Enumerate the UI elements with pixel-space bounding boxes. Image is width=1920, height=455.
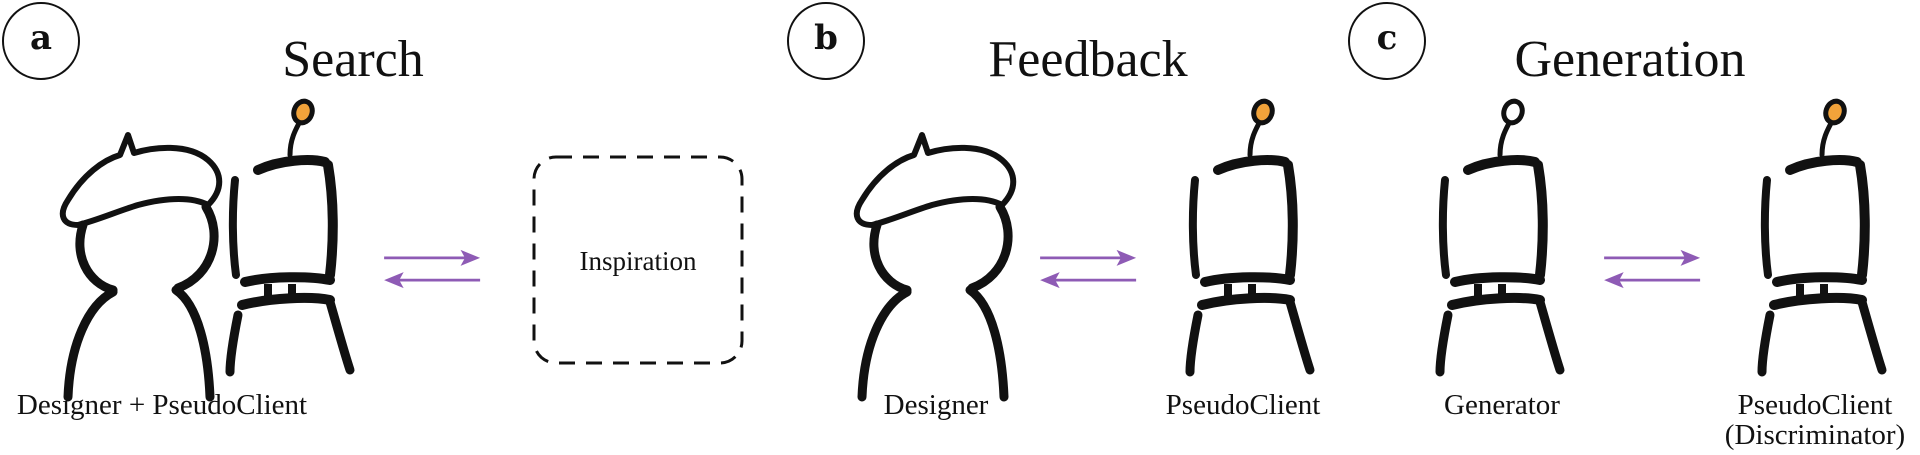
panel-a-badge-letter: a xyxy=(29,18,53,58)
designer-label: Designer xyxy=(883,389,989,421)
panel-b-badge-letter: b xyxy=(814,18,838,58)
generator-label: Generator xyxy=(1444,389,1560,421)
designer-pseudoclient-label: Designer + PseudoClient xyxy=(16,389,308,421)
panel-c-badge: c xyxy=(1348,2,1426,80)
pseudoclient-discriminator-label: PseudoClient (Discriminator) xyxy=(1725,390,1905,451)
panel-b-badge: b xyxy=(787,2,865,80)
inspiration-label: Inspiration xyxy=(579,246,697,276)
discriminator-label: (Discriminator) xyxy=(1724,419,1906,452)
bidirectional-arrows-icon xyxy=(382,248,482,290)
inspiration-box xyxy=(532,155,744,365)
panel-c-title: Generation xyxy=(1514,31,1746,88)
easel-robot-icon xyxy=(230,98,360,380)
pseudoclient-label: PseudoClient xyxy=(1165,389,1321,421)
bidirectional-arrows-icon xyxy=(1038,248,1138,290)
panel-a-badge: a xyxy=(2,2,80,80)
panel-b-title: Feedback xyxy=(988,31,1188,88)
pseudoclient-label: PseudoClient xyxy=(1737,389,1893,421)
panel-a-title: Search xyxy=(282,31,424,88)
beret-person-icon xyxy=(852,125,1027,405)
easel-robot-icon xyxy=(1762,98,1892,380)
easel-robot-icon xyxy=(1190,98,1320,380)
panel-c-badge-letter: c xyxy=(1376,18,1398,58)
bidirectional-arrows-icon xyxy=(1602,248,1702,290)
generator-robot-icon xyxy=(1440,98,1570,380)
beret-person-icon xyxy=(58,125,233,405)
